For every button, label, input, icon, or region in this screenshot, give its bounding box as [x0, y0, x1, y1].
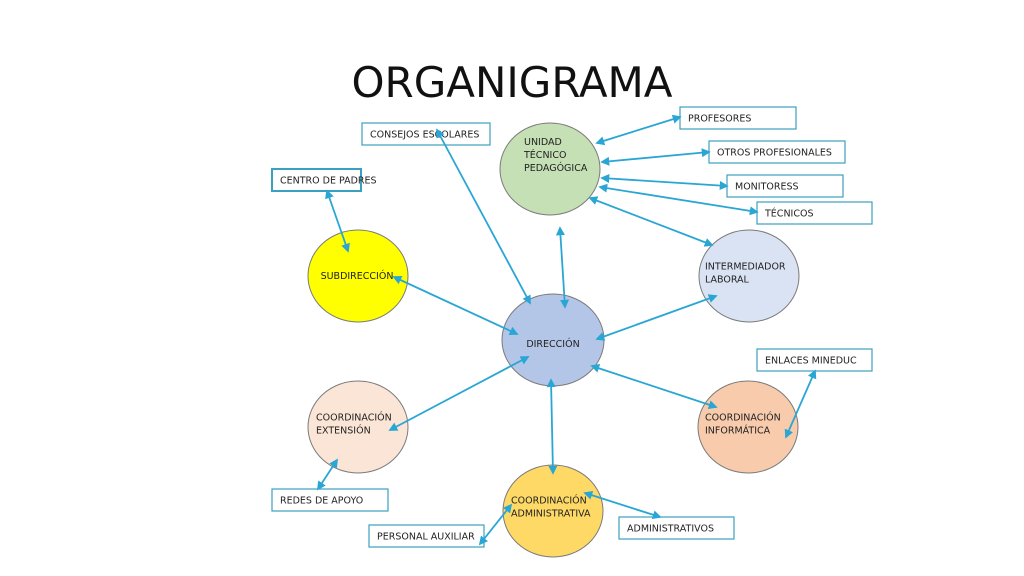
- node-label: COORDINACIÓN: [705, 412, 781, 424]
- connector-arrow-coord-administrativa-personal-auxiliar: [478, 503, 513, 546]
- connector-arrow-direccion-subdireccion: [392, 275, 519, 336]
- box-label: PERSONAL AUXILIAR: [377, 532, 475, 543]
- connector-arrow-coord-administrativa-administrativos: [583, 490, 662, 520]
- connector-arrow-utp-profesores: [595, 114, 682, 146]
- node-label: INTERMEDIADOR: [705, 262, 786, 273]
- box-label: OTROS PROFESIONALES: [717, 148, 832, 159]
- org-node-direccion: DIRECCIÓN: [501, 293, 605, 387]
- box-label: CONSEJOS ESCOLARES: [370, 130, 479, 141]
- box-label: ENLACES MINEDUC: [765, 356, 857, 367]
- node-circle: [698, 229, 800, 323]
- node-label: SUBDIRECCIÓN: [321, 270, 394, 282]
- node-label: TÉCNICO: [523, 149, 566, 161]
- org-node-coord-administrativa: COORDINACIÓN ADMINISTRATIVA: [502, 464, 604, 558]
- node-label: COORDINACIÓN: [511, 495, 587, 507]
- connector-arrow-direccion-utp: [555, 226, 570, 309]
- connector-arrow-direccion-coord-informatica: [590, 363, 718, 410]
- box-label: ADMINISTRATIVOS: [627, 524, 714, 535]
- diagram-title: ORGANIGRAMA: [351, 58, 673, 107]
- node-label: ADMINISTRATIVA: [511, 509, 591, 520]
- org-box-personal-auxiliar: PERSONAL AUXILIAR: [368, 524, 485, 548]
- box-frame: [271, 168, 362, 192]
- node-label: DIRECCIÓN: [526, 338, 579, 350]
- node-label: COORDINACIÓN: [316, 412, 392, 424]
- box-frame: [618, 516, 735, 540]
- box-label: TÉCNICOS: [764, 208, 814, 220]
- org-box-administrativos: ADMINISTRATIVOS: [618, 516, 735, 540]
- org-node-subdireccion: SUBDIRECCIÓN: [307, 229, 409, 323]
- org-node-intermediador: INTERMEDIADOR LABORAL: [698, 229, 800, 323]
- node-label: UNIDAD: [524, 137, 562, 148]
- org-box-enlaces-mineduc: ENLACES MINEDUC: [756, 348, 873, 372]
- box-label: REDES DE APOYO: [280, 496, 363, 507]
- box-label: CENTRO DE PADRES: [280, 176, 377, 187]
- org-box-monitoress: MONITORESS: [726, 174, 844, 198]
- org-box-otros-profesionales: OTROS PROFESIONALES: [708, 140, 846, 164]
- connector-arrow-direccion-intermediador: [595, 294, 718, 341]
- org-box-consejos-escolares: CONSEJOS ESCOLARES: [361, 122, 491, 146]
- node-label: INFORMÁTICA: [705, 425, 771, 437]
- org-box-tecnicos: TÉCNICOS: [756, 201, 873, 225]
- connector-arrow-direccion-consejos-escolares: [436, 128, 531, 305]
- connector-arrow-subdireccion-centro-de-padres: [325, 189, 350, 253]
- org-box-profesores: PROFESORES: [679, 106, 797, 130]
- node-label: EXTENSIÓN: [316, 425, 371, 437]
- connector-arrow-utp-otros-profesionales: [600, 148, 711, 166]
- connector-arrow-utp-monitoress: [600, 173, 729, 191]
- node-label: LABORAL: [705, 275, 750, 286]
- connector-arrow-coord-extension-redes-de-apoyo: [317, 458, 338, 491]
- connector-arrow-direccion-coord-administrativa: [546, 378, 558, 475]
- connector-arrow-utp-intermediador: [588, 196, 714, 247]
- box-label: MONITORESS: [735, 182, 799, 193]
- box-label: PROFESORES: [688, 114, 751, 125]
- connector-arrow-direccion-coord-extension: [388, 356, 530, 431]
- node-label: PEDAGÓGICA: [524, 162, 588, 174]
- connector-arrow-coord-informatica-enlaces-mineduc: [784, 369, 817, 439]
- org-box-redes-de-apoyo: REDES DE APOYO: [271, 488, 389, 512]
- org-box-centro-de-padres: CENTRO DE PADRES: [271, 168, 377, 192]
